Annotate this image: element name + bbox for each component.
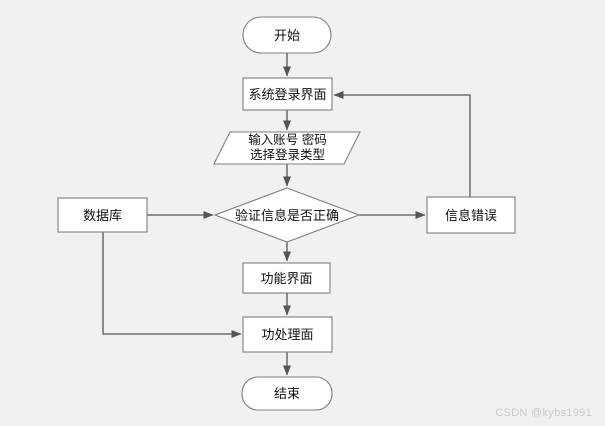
edge-database-processing (102, 232, 242, 338)
input-node (213, 131, 361, 165)
function-node (242, 262, 331, 294)
csdn-watermark: CSDN @kybs1991 (495, 407, 592, 419)
decision-node (213, 187, 361, 243)
end-node (241, 376, 333, 411)
error-node (426, 196, 516, 234)
database-node (57, 197, 148, 233)
processing-node (242, 316, 333, 353)
start-node (242, 16, 332, 54)
edge-error-login (333, 91, 471, 197)
login-node (242, 77, 333, 111)
